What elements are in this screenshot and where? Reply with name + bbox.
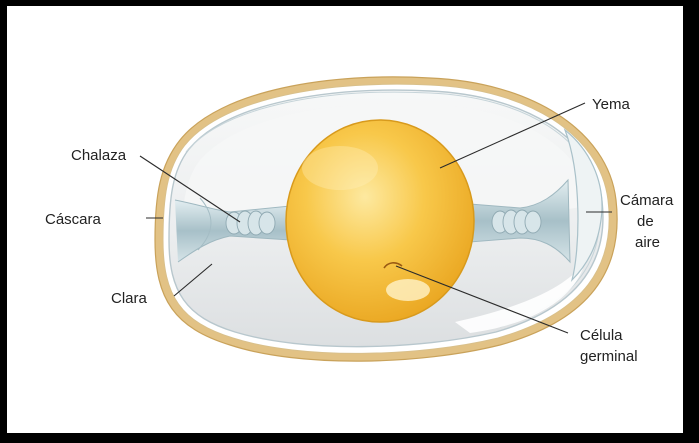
- label-celula-line1: Célula: [580, 327, 623, 344]
- label-camara-line2: de: [637, 213, 654, 230]
- label-chalaza: Chalaza: [71, 147, 127, 164]
- yolk-yema: [286, 120, 474, 322]
- label-cascara: Cáscara: [45, 211, 102, 228]
- label-clara: Clara: [111, 290, 148, 307]
- label-camara-line1: Cámara: [620, 192, 674, 209]
- label-camara-line3: aire: [635, 234, 660, 251]
- label-yema: Yema: [592, 96, 630, 113]
- label-celula-line2: germinal: [580, 348, 638, 365]
